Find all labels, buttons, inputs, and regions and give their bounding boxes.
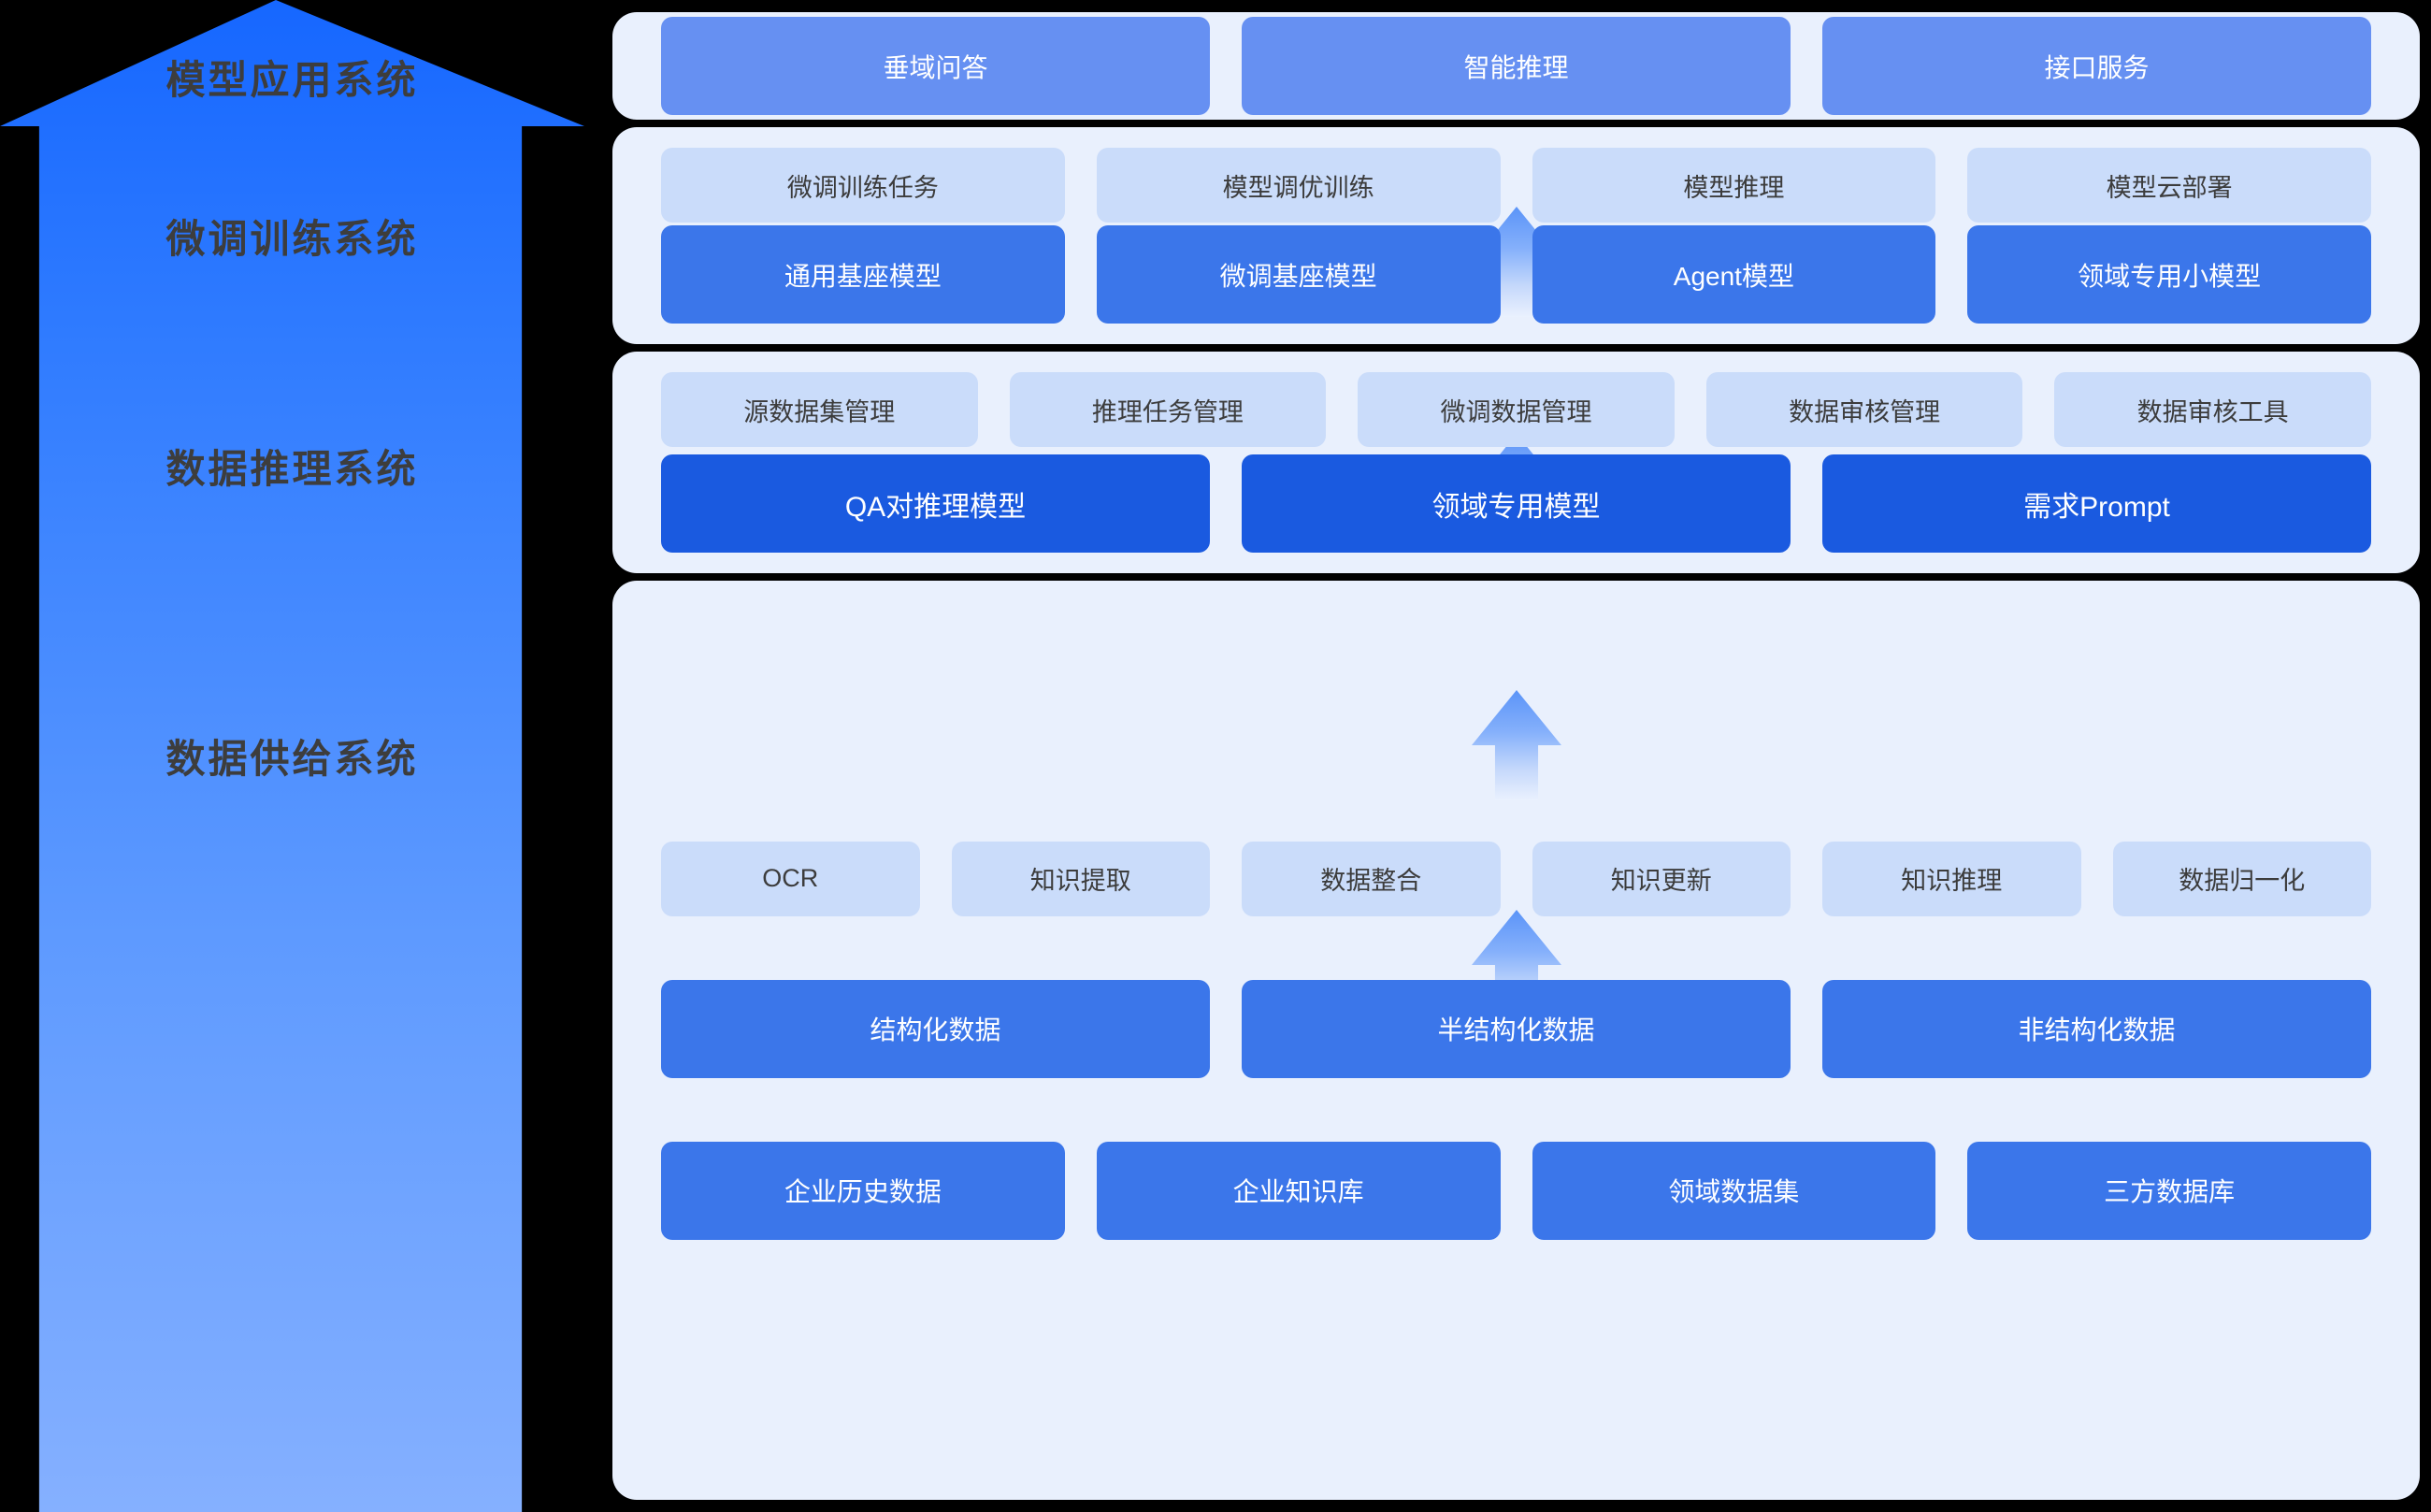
arrow-label-data-reasoning: 数据推理系统 [165,447,419,491]
node-box[interactable]: 模型推理 [1532,148,1936,223]
panel-data-supply-system: OCR 知识提取 数据整合 知识更新 知识推理 数据归一化 结构化数据 半结构化… [612,581,2420,1500]
node-box[interactable]: 数据审核工具 [2054,372,2371,447]
node-box[interactable]: 推理任务管理 [1009,372,1327,447]
panel-model-application-system: 垂域问答 智能推理 接口服务 [612,12,2420,120]
panel-row: 源数据集管理 推理任务管理 微调数据管理 数据审核管理 数据审核工具 [612,372,2420,447]
panel-row: QA对推理模型 领域专用模型 需求Prompt [612,454,2420,553]
node-box[interactable]: 非结构化数据 [1822,979,2371,1078]
upward-arrow-icon [0,0,584,1512]
node-box[interactable]: OCR [661,841,920,916]
panel-row: 企业历史数据 企业知识库 领域数据集 三方数据库 [612,1141,2420,1240]
node-box[interactable]: 接口服务 [1822,17,2371,115]
node-box[interactable]: 微调训练任务 [661,148,1065,223]
node-box[interactable]: 需求Prompt [1822,454,2371,553]
node-box[interactable]: QA对推理模型 [661,454,1210,553]
node-box[interactable]: 智能推理 [1242,17,1791,115]
row-spacer [612,1078,2420,1142]
arrow-label-model-application: 模型应用系统 [165,58,419,102]
node-box[interactable]: 数据整合 [1242,841,1501,916]
node-box[interactable]: 垂域问答 [661,17,1210,115]
panel-row: 通用基座模型 微调基座模型 Agent模型 领域专用小模型 [612,225,2420,324]
arrow-label-fine-tuning: 微调训练系统 [165,217,419,261]
node-box[interactable]: 领域数据集 [1532,1141,1936,1240]
node-box[interactable]: 企业历史数据 [661,1141,1065,1240]
arrow-label-data-supply: 数据供给系统 [165,737,419,781]
node-box[interactable]: 知识提取 [951,841,1210,916]
panel-data-reasoning-system: 源数据集管理 推理任务管理 微调数据管理 数据审核管理 数据审核工具 QA对推理… [612,352,2420,573]
panel-fine-tuning-training-system: 微调训练任务 模型调优训练 模型推理 模型云部署 通用基座模型 微调基座模型 A… [612,127,2420,344]
node-box[interactable]: 结构化数据 [661,979,1210,1078]
node-box[interactable]: 模型云部署 [1967,148,2371,223]
system-tier-arrow-column: 模型应用系统 微调训练系统 数据推理系统 数据供给系统 [0,0,617,1512]
panel-row: 微调训练任务 模型调优训练 模型推理 模型云部署 [612,148,2420,223]
node-box[interactable]: 半结构化数据 [1242,979,1791,1078]
node-box[interactable]: 三方数据库 [1967,1141,2371,1240]
panel-row: 结构化数据 半结构化数据 非结构化数据 [612,979,2420,1078]
panel-row: OCR 知识提取 数据整合 知识更新 知识推理 数据归一化 [612,841,2420,916]
node-box[interactable]: 微调数据管理 [1358,372,1675,447]
node-box[interactable]: 知识更新 [1532,841,1791,916]
node-box[interactable]: 微调基座模型 [1096,225,1501,324]
panel-row: 垂域问答 智能推理 接口服务 [612,17,2420,115]
node-box[interactable]: 企业知识库 [1096,1141,1501,1240]
node-box[interactable]: 领域专用模型 [1242,454,1791,553]
node-box[interactable]: 知识推理 [1822,841,2081,916]
node-box[interactable]: 数据审核管理 [1705,372,2023,447]
flow-arrow-up-icon [1472,690,1561,800]
node-box[interactable]: 通用基座模型 [661,225,1065,324]
node-box[interactable]: 领域专用小模型 [1967,225,2371,324]
node-box[interactable]: 源数据集管理 [661,372,978,447]
node-box[interactable]: Agent模型 [1532,225,1936,324]
node-box[interactable]: 数据归一化 [2112,841,2371,916]
node-box[interactable]: 模型调优训练 [1096,148,1501,223]
layer-panel-stack: 垂域问答 智能推理 接口服务 微调训练任务 模型调优训练 模型推理 模型云部署 … [612,0,2431,1512]
